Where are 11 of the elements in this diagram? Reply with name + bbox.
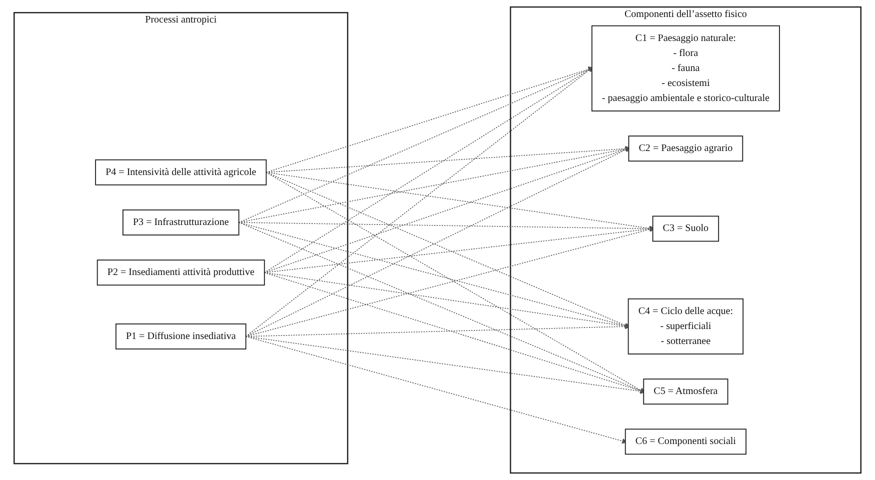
node-box: C2 = Paesaggio agrario — [628, 136, 744, 162]
arrow — [266, 172, 646, 394]
node-box: P1 = Diffusione insediativa — [115, 323, 246, 350]
node-box: P3 = Infrastrutturazione — [122, 209, 240, 236]
node-box: P2 = Insediamenti attività produttive — [96, 260, 265, 286]
node-box: C4 = Ciclo delle acque: - superficiali - sotterranee — [628, 298, 744, 354]
node-box: C6 = Componenti sociali — [624, 428, 746, 455]
node-box: C1 = Paesaggio naturale: - flora - fauna - ecosistemi - paesaggio ambientale e storico-culturale — [591, 25, 780, 112]
node-box: P4 = Intensività delle attività agricole — [95, 159, 267, 186]
node-box: C5 = Atmosfera — [643, 378, 728, 405]
node-box: C3 = Suolo — [652, 216, 720, 242]
